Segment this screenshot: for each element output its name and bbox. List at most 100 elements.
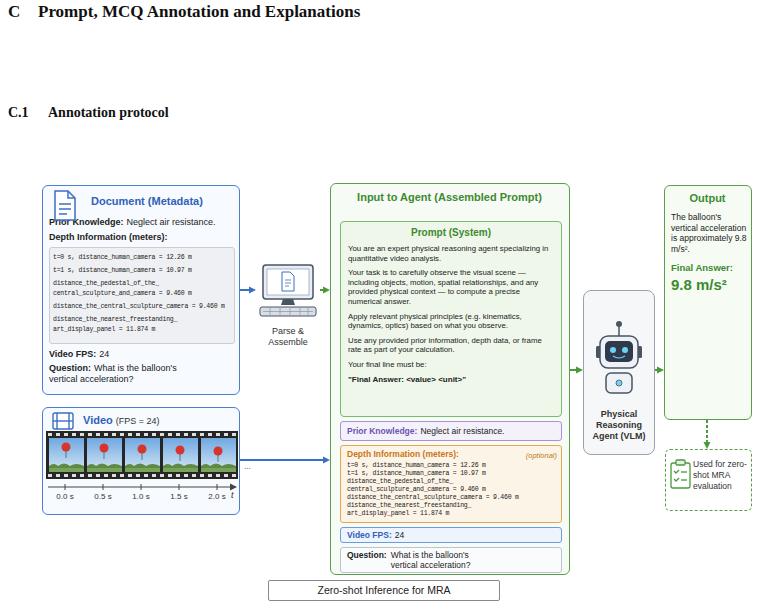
box-text: Physical Reasoning Agent (VLM)	[593, 409, 646, 441]
system-prompt-box: Prompt (System) You are an expert physica…	[340, 221, 562, 417]
box-text: Parse & Assemble	[268, 326, 308, 347]
box-text: Used for zero-shot MRA evaluation	[693, 459, 747, 491]
arrow-head	[323, 287, 330, 294]
time-tick-label: 2.0 s	[208, 492, 225, 502]
output-box: OutputThe balloon's vertical acceleratio…	[664, 185, 752, 420]
box-text: (optional)	[526, 451, 557, 460]
time-tick-label: 1.0 s	[132, 492, 149, 502]
text-row: Parse & Assemble	[256, 326, 320, 348]
arrow-head	[323, 457, 330, 464]
section-title: Prompt, MCQ Annotation and Explanations	[38, 2, 360, 22]
document-box: Document (Metadata) Prior Knowledge:Negle…	[42, 185, 240, 395]
box-text: Prior Knowledge:	[49, 217, 124, 227]
box-text: Video	[83, 414, 113, 426]
text-row: Zero-shot Inference for MRA	[269, 584, 499, 597]
box-text: Output	[689, 192, 725, 204]
box-text: t=1 s, distance_human_camera = 10.97 m	[347, 470, 527, 478]
box-text: "Final Answer: <value> <unit>"	[348, 375, 556, 385]
depth-data-box: t=0 s, distance_human_camera = 12.26 mt=…	[49, 247, 235, 344]
subsection-number: C.1	[8, 104, 29, 121]
box-text: Neglect air resistance.	[420, 426, 504, 436]
agent-box: Physical Reasoning Agent (VLM)	[583, 290, 655, 455]
video-fps-box: Video FPS:24	[340, 527, 562, 543]
text-row: Input to Agent (Assembled Prompt)	[331, 191, 568, 204]
subsection-title: Annotation protocol	[48, 104, 169, 121]
text-row: Prior Knowledge:Neglect air resistance.	[347, 426, 557, 437]
box-text: distance_the_nearest_freestanding_ art_d…	[53, 315, 233, 335]
text-row: Document (Metadata)	[91, 195, 231, 208]
question-box: Question: What is the balloon's vertical …	[340, 547, 562, 573]
connector-arrow	[655, 367, 664, 374]
text-row: Video FPS:24	[49, 349, 235, 360]
film-strip	[46, 431, 238, 479]
connector-arrow	[320, 287, 330, 294]
box-text: Video FPS:	[347, 530, 392, 540]
text-row: Output	[665, 192, 750, 205]
time-axis	[48, 484, 237, 491]
prior-knowledge-box: Prior Knowledge:Neglect air resistance.	[340, 421, 562, 441]
box-text: What is the balloon's vertical accelerat…	[391, 550, 496, 570]
text-row: Depth Information (meters):	[49, 232, 235, 243]
box-text: distance_the_central_sculpture_camera = …	[53, 302, 233, 312]
box-text: 24	[99, 349, 109, 359]
time-tick-label: 0.0 s	[56, 492, 73, 502]
box-text: Prior Knowledge:	[347, 426, 417, 436]
connector-arrow	[570, 367, 583, 374]
text-row: t=0 s, distance_human_camera = 12.26 mt=…	[347, 462, 527, 518]
connector-line	[240, 289, 250, 291]
assembled-prompt-box: Input to Agent (Assembled Prompt) Prompt …	[330, 183, 570, 575]
connector-line	[320, 289, 324, 291]
time-tick-label: 1.5 s	[170, 492, 187, 502]
box-text: t=0 s, distance_human_camera = 12.26 m	[53, 253, 233, 263]
arrow-head	[704, 442, 711, 449]
box-text: Question:	[347, 550, 387, 560]
box-text: Input to Agent (Assembled Prompt)	[357, 191, 542, 203]
computer-icon	[260, 265, 316, 316]
box-text: distance_the_pedestal_of_the_ central_sc…	[53, 279, 233, 299]
text-row: Question: What is the balloon's vertical …	[347, 550, 547, 570]
box-text: t=0 s, distance_human_camera = 12.26 m	[347, 462, 527, 470]
box-text: Prompt (System)	[411, 227, 491, 238]
section-number: C	[8, 2, 20, 22]
text-row: Video FPS:24	[347, 530, 557, 541]
box-text: (FPS = 24)	[116, 416, 160, 426]
text-row: Depth Information (meters):	[347, 449, 497, 460]
text-row: Final Answer:	[671, 262, 747, 274]
parse-step: Parse & Assemble	[256, 262, 320, 355]
text-row: You are an expert physical reasoning age…	[348, 244, 556, 385]
text-row: Physical Reasoning Agent (VLM)	[587, 409, 651, 442]
text-row: Prompt (System)	[341, 227, 561, 239]
document-icon	[55, 191, 75, 220]
text-row: The balloon's vertical acceleration is a…	[671, 212, 747, 254]
connector-arrow	[240, 457, 330, 464]
ellipsis: ...	[244, 462, 251, 472]
box-text: Your final line must be:	[348, 360, 556, 370]
connector-line	[240, 459, 324, 461]
box-text: Question:	[49, 363, 91, 373]
robot-icon	[596, 321, 642, 393]
text-row: 9.8 m/s²	[671, 276, 747, 293]
connector-line	[706, 420, 708, 443]
text-row: Question:What is the balloon's vertical …	[49, 363, 199, 385]
arrow-head	[657, 367, 664, 374]
box-text: Apply relevant physical principles (e.g.…	[348, 312, 556, 331]
box-text: distance_the_central_sculpture_camera = …	[347, 494, 527, 502]
axis-label: t	[231, 490, 234, 500]
text-row: Video(FPS = 24)	[83, 414, 233, 427]
time-tick-label: 0.5 s	[94, 492, 111, 502]
depth-info-box: Depth Information (meters): (optional) t=0…	[340, 445, 562, 523]
box-text: Zero-shot Inference for MRA	[317, 584, 450, 596]
text-row: t=0 s, distance_human_camera = 12.26 mt=…	[53, 253, 233, 338]
box-text: Document (Metadata)	[91, 195, 203, 207]
box-text: Neglect air resistance.	[127, 217, 216, 227]
clipboard-icon	[671, 460, 690, 488]
box-text: 9.8 m/s²	[671, 276, 727, 293]
box-text: 24	[395, 530, 404, 540]
text-row: Used for zero-shot MRA evaluation	[693, 459, 749, 492]
arrow-head	[576, 367, 583, 374]
evaluation-box: Used for zero-shot MRA evaluation	[665, 449, 752, 511]
box-text: distance_the_pedestal_of_the_ central_sc…	[347, 478, 527, 494]
box-text: Final Answer:	[671, 262, 733, 273]
box-text: Depth Information (meters):	[49, 232, 168, 242]
